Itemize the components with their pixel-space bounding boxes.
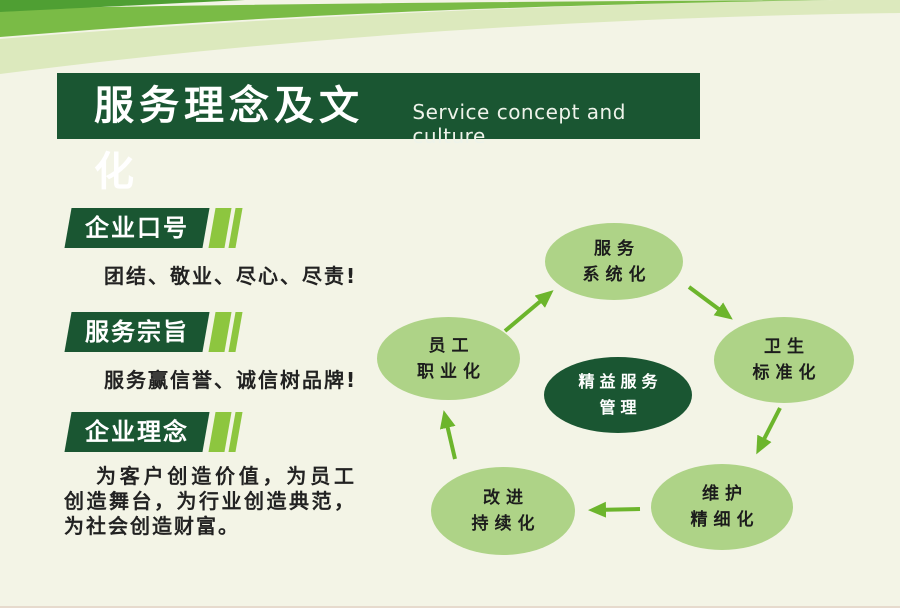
arrow-bottomright-to-bottomleft	[588, 501, 641, 518]
section-text-tenet: 服务赢信誉、诚信树品牌!	[104, 368, 358, 392]
label-box: 服务宗旨	[64, 312, 210, 352]
label-accent-stripe	[208, 312, 232, 352]
label-text: 企业理念	[85, 418, 189, 446]
stripe-medium	[0, 0, 830, 37]
section-label-tenet: 服务宗旨	[64, 312, 243, 352]
node-text: 管理	[599, 398, 642, 417]
label-accent-stripe	[228, 312, 243, 352]
page-subtitle: Service concept and culture	[412, 100, 626, 148]
node-text: 维护	[702, 484, 748, 504]
diagram-node-service-systematization: 服务 系统化	[545, 223, 683, 300]
diagram-node-hygiene-standardization: 卫生 标准化	[714, 317, 854, 403]
label-accent-stripe	[228, 208, 243, 248]
arrow-right-to-bottomright	[756, 407, 782, 455]
arrow-bottomleft-to-left	[439, 410, 457, 460]
label-accent-stripe	[208, 412, 232, 452]
arrow-left-to-top	[503, 290, 554, 333]
node-text: 员工	[428, 335, 475, 356]
top-decoration	[0, 0, 900, 74]
section-text-slogan: 团结、敬业、尽心、尽责!	[104, 264, 358, 288]
diagram-node-continuous-improvement: 改进 持续化	[431, 467, 575, 555]
label-box: 企业口号	[64, 208, 210, 248]
section-label-philosophy: 企业理念	[64, 412, 243, 452]
label-accent-stripe	[208, 208, 232, 248]
node-text: 改进	[483, 488, 529, 508]
node-text: 标准化	[752, 363, 822, 383]
label-text: 企业口号	[85, 214, 189, 242]
label-box: 企业理念	[64, 412, 210, 452]
node-text: 精益服务	[578, 372, 663, 391]
diagram-node-employee-professionalization: 员工 职业化	[377, 317, 520, 400]
section-label-slogan: 企业口号	[64, 208, 243, 248]
node-text: 精细化	[690, 510, 760, 530]
node-text: 服务	[594, 238, 640, 259]
section-text-philosophy: 为客户创造价值，为员工创造舞台，为行业创造典范，为社会创造财富。	[64, 464, 356, 538]
node-text: 卫生	[764, 337, 810, 357]
node-text: 系统化	[582, 264, 652, 285]
stripe-pale	[0, 0, 900, 74]
node-text: 职业化	[417, 361, 486, 382]
arrow-top-to-right	[687, 285, 733, 320]
diagram-center-lean-service-management: 精益服务 管理	[544, 357, 692, 433]
header-banner: 服务理念及文化 Service concept and culture	[57, 73, 700, 195]
page-title: 服务理念及文化	[94, 83, 364, 195]
bottom-edge	[0, 606, 900, 608]
diagram-node-maintenance-refinement: 维护 精细化	[651, 464, 793, 550]
label-accent-stripe	[228, 412, 243, 452]
stripe-dark	[0, 0, 245, 12]
node-text: 持续化	[471, 514, 541, 534]
label-text: 服务宗旨	[85, 318, 189, 346]
